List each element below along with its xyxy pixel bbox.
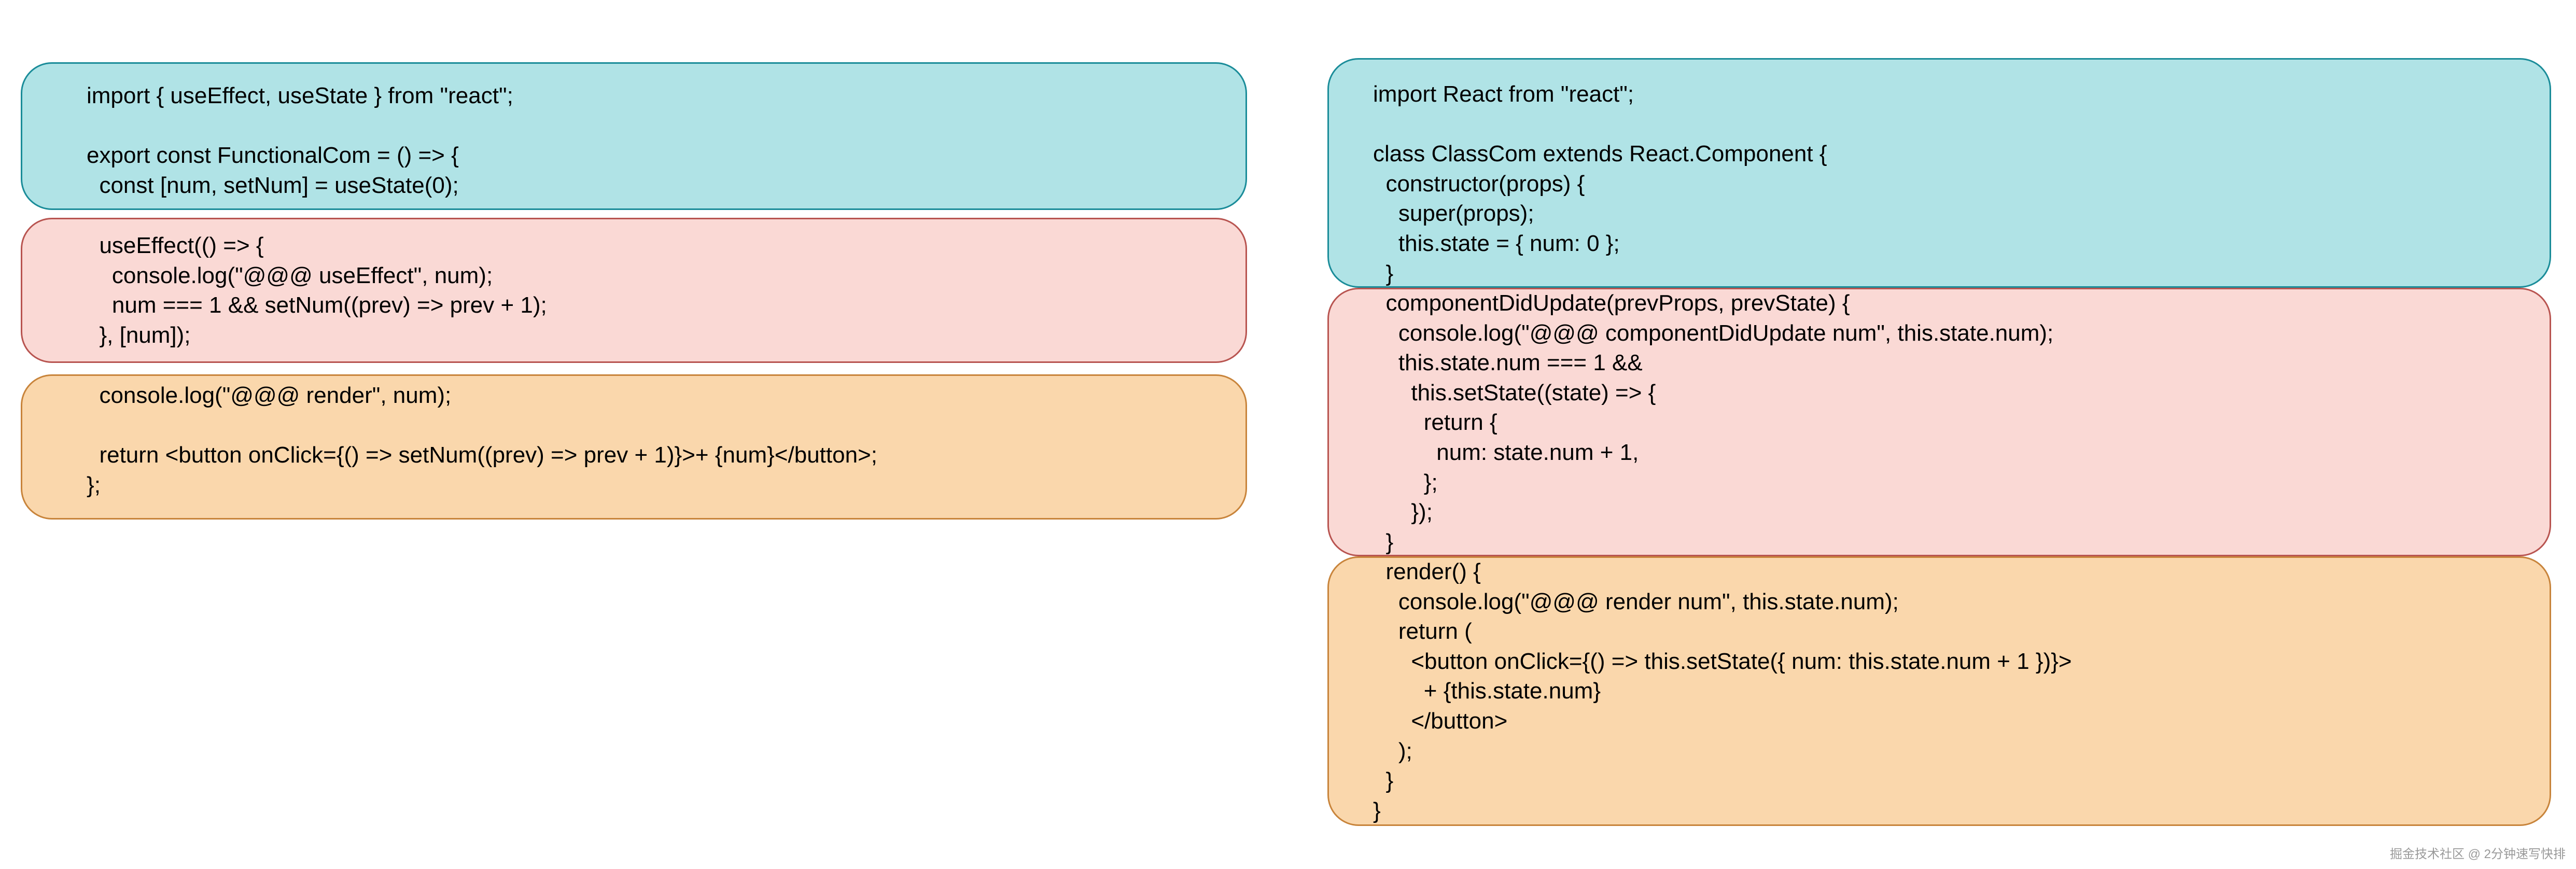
functional-effect-block bbox=[21, 218, 1247, 363]
class-update-block bbox=[1327, 288, 2551, 556]
functional-render-code: console.log("@@@ render", num); return <… bbox=[87, 383, 877, 498]
functional-setup-code: import { useEffect, useState } from "rea… bbox=[87, 83, 513, 198]
class-setup-block bbox=[1327, 58, 2551, 288]
functional-render-block bbox=[21, 374, 1247, 520]
watermark: 掘金技术社区 @ 2分钟速写快排 bbox=[2389, 847, 2566, 861]
class-update-code: componentDidUpdate(prevProps, prevState)… bbox=[1385, 290, 2054, 555]
class-render-code: render() { console.log("@@@ render num",… bbox=[1373, 559, 2072, 823]
class-setup-code: import React from "react"; class ClassCo… bbox=[1373, 81, 1827, 286]
functional-effect-code: useEffect(() => { console.log("@@@ useEf… bbox=[99, 233, 547, 348]
class-render-block bbox=[1327, 556, 2551, 826]
functional-setup-block bbox=[21, 62, 1247, 210]
